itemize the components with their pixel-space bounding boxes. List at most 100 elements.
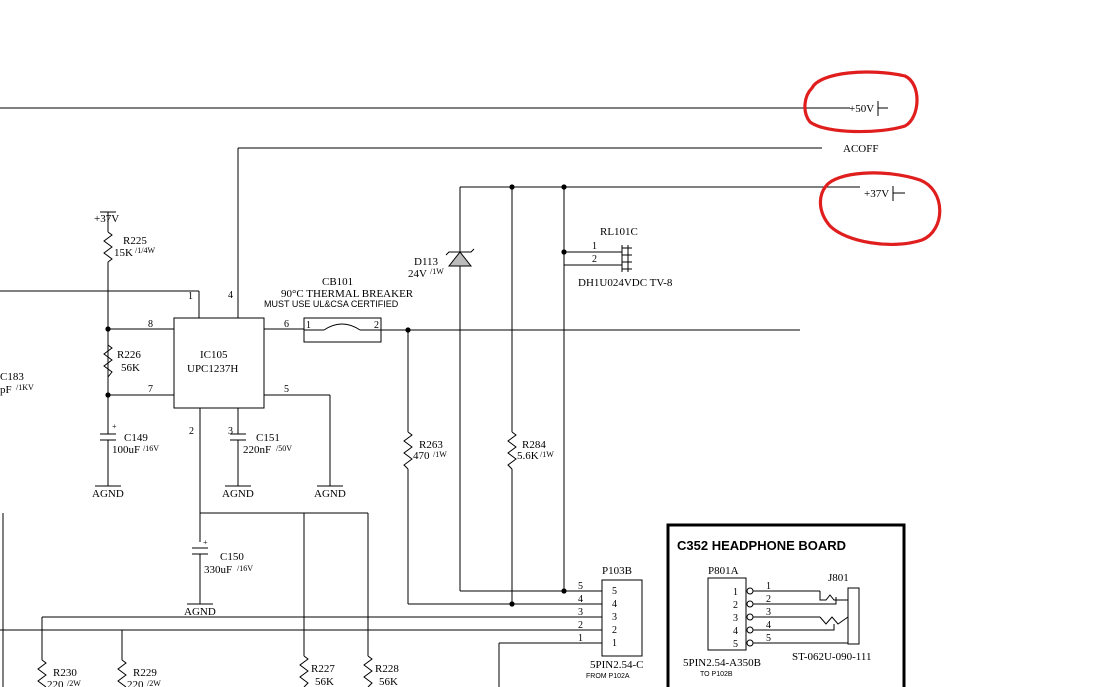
c149-value: 100uF (112, 444, 140, 456)
r230-rating: /2W (67, 679, 81, 687)
agnd-label: AGND (222, 488, 254, 500)
p801a-wire-label: 2 (766, 594, 771, 605)
p103b-wire-label: 3 (578, 607, 583, 618)
rl101c-pin2: 2 (592, 254, 597, 265)
junction-dot (105, 326, 111, 332)
p801a-pin: 5 (733, 639, 738, 650)
rail-37v-label: +37V (864, 188, 889, 200)
p801a-wire-label: 1 (766, 581, 771, 592)
headphone-board-title: C352 HEADPHONE BOARD (677, 538, 846, 553)
r226-ref: R226 (117, 349, 141, 361)
ic-pin-4: 4 (228, 290, 233, 301)
r229-ref: R229 (133, 667, 157, 679)
p103b-part: 5PIN2.54-C (590, 659, 643, 671)
rl101c-part: DH1U024VDC TV-8 (578, 277, 673, 289)
capacitor-c150: + C150 330uF /16V AGND (184, 538, 253, 618)
c183-rating: /1KV (16, 383, 34, 392)
p801a-pin: 3 (733, 613, 738, 624)
jack-j801: J801 ST-062U-090-111 (792, 572, 871, 663)
c183-value: pF (0, 384, 12, 396)
r263-ref: R263 (419, 439, 443, 451)
capacitor-c149: + C149 100uF /16V AGND (92, 395, 159, 500)
ic-pin-7: 7 (148, 384, 153, 395)
ic105-ref: IC105 (200, 349, 228, 361)
r263-rating: /1W (433, 450, 447, 459)
resistor-r229: R229 220 /2W (117, 659, 161, 687)
p103b-pin: 2 (612, 625, 617, 636)
breaker-cb101: 1 2 CB101 90°C THERMAL BREAKER MUST USE … (264, 276, 414, 343)
highlight-circle-37v (818, 171, 942, 246)
p103b-from: FROM P102A (586, 673, 630, 680)
r229-value: 220 (127, 679, 144, 687)
p103b-wire-label: 1 (578, 633, 583, 644)
resistor-r227: R227 56K (299, 655, 335, 687)
ic-pin-2: 2 (189, 426, 194, 437)
p801a-part: 5PIN2.54-A350B (683, 657, 761, 669)
resistor-r230: R230 220 /2W (37, 659, 81, 687)
p801a-wire-label: 3 (766, 607, 771, 618)
c149-polarity: + (112, 422, 117, 431)
cb101-ref: CB101 (322, 276, 353, 288)
agnd-label: AGND (184, 606, 216, 618)
j801-part: ST-062U-090-111 (792, 651, 871, 663)
c151-value: 220nF (243, 444, 271, 456)
p103b-wire-label: 2 (578, 620, 583, 631)
r227-ref: R227 (311, 663, 335, 675)
acoff-label: ACOFF (843, 143, 878, 155)
c150-value: 330uF (204, 564, 232, 576)
connector-p103b: 5 4 3 2 1 5 4 3 2 1 P103B 5PIN2.54-C FRO… (0, 565, 643, 687)
rail-37v-left-label: +37V (94, 213, 119, 225)
r225-ref: R225 (123, 235, 147, 247)
capacitor-c183: C183 pF /1KV (0, 371, 34, 396)
r227-value: 56K (315, 676, 334, 687)
d113-ref: D113 (414, 256, 439, 268)
junction-dot (509, 601, 515, 607)
r228-ref: R228 (375, 663, 399, 675)
p103b-wire-label: 4 (578, 594, 583, 605)
r229-rating: /2W (147, 679, 161, 687)
rail-37v: +37V (460, 184, 905, 201)
p801a-ref: P801A (708, 565, 739, 577)
r284-value: 5.6K (517, 450, 539, 462)
resistor-r263: R263 470 /1W (403, 330, 447, 604)
ic105: IC105 UPC1237H (173, 317, 265, 409)
relay-rl101c: 1 2 RL101C DH1U024VDC TV-8 (564, 226, 673, 289)
cb101-pin2: 2 (374, 320, 379, 331)
rail-50v: +50V (0, 101, 888, 116)
c150-rating: /16V (237, 564, 253, 573)
ic-pin-5: 5 (284, 384, 289, 395)
p801a-pin: 2 (733, 600, 738, 611)
p801a-pin: 4 (733, 626, 738, 637)
agnd-label: AGND (92, 488, 124, 500)
ic-pin-6: 6 (284, 319, 289, 330)
rl101c-ref: RL101C (600, 226, 638, 238)
p801a-wire-label: 4 (766, 620, 771, 631)
ic-pin-8: 8 (148, 319, 153, 330)
c150-polarity: + (203, 538, 208, 547)
ic-pin-3: 3 (228, 426, 233, 437)
resistor-r228: R228 56K (363, 655, 399, 687)
r284-rating: /1W (540, 450, 554, 459)
p103b-pin: 5 (612, 586, 617, 597)
p103b-pin: 1 (612, 638, 617, 649)
p103b-pin: 4 (612, 599, 617, 610)
left-37v-supply: +37V (94, 211, 119, 232)
diode-d113: D113 24V /1W (408, 187, 475, 591)
r284-ref: R284 (522, 439, 546, 451)
cb101-desc: 90°C THERMAL BREAKER (281, 288, 414, 300)
ic-pin-1: 1 (188, 291, 193, 302)
cb101-note: MUST USE UL&CSA CERTIFIED (264, 299, 399, 309)
cb101-pin1: 1 (306, 320, 311, 331)
p801a-to: TO P102B (700, 671, 733, 678)
capacitor-c151: 3 C151 220nF /50V AGND (222, 408, 292, 500)
c151-rating: /50V (276, 444, 292, 453)
rail-50v-label: +50V (849, 103, 874, 115)
rl101c-pin1: 1 (592, 241, 597, 252)
p801a-wire-label: 5 (766, 633, 771, 644)
r225-value: 15K (114, 247, 133, 259)
highlight-circle-50v (803, 70, 919, 134)
rail-acoff: ACOFF (237, 143, 878, 318)
j801-ref: J801 (828, 572, 849, 584)
r263-value: 470 (413, 450, 430, 462)
